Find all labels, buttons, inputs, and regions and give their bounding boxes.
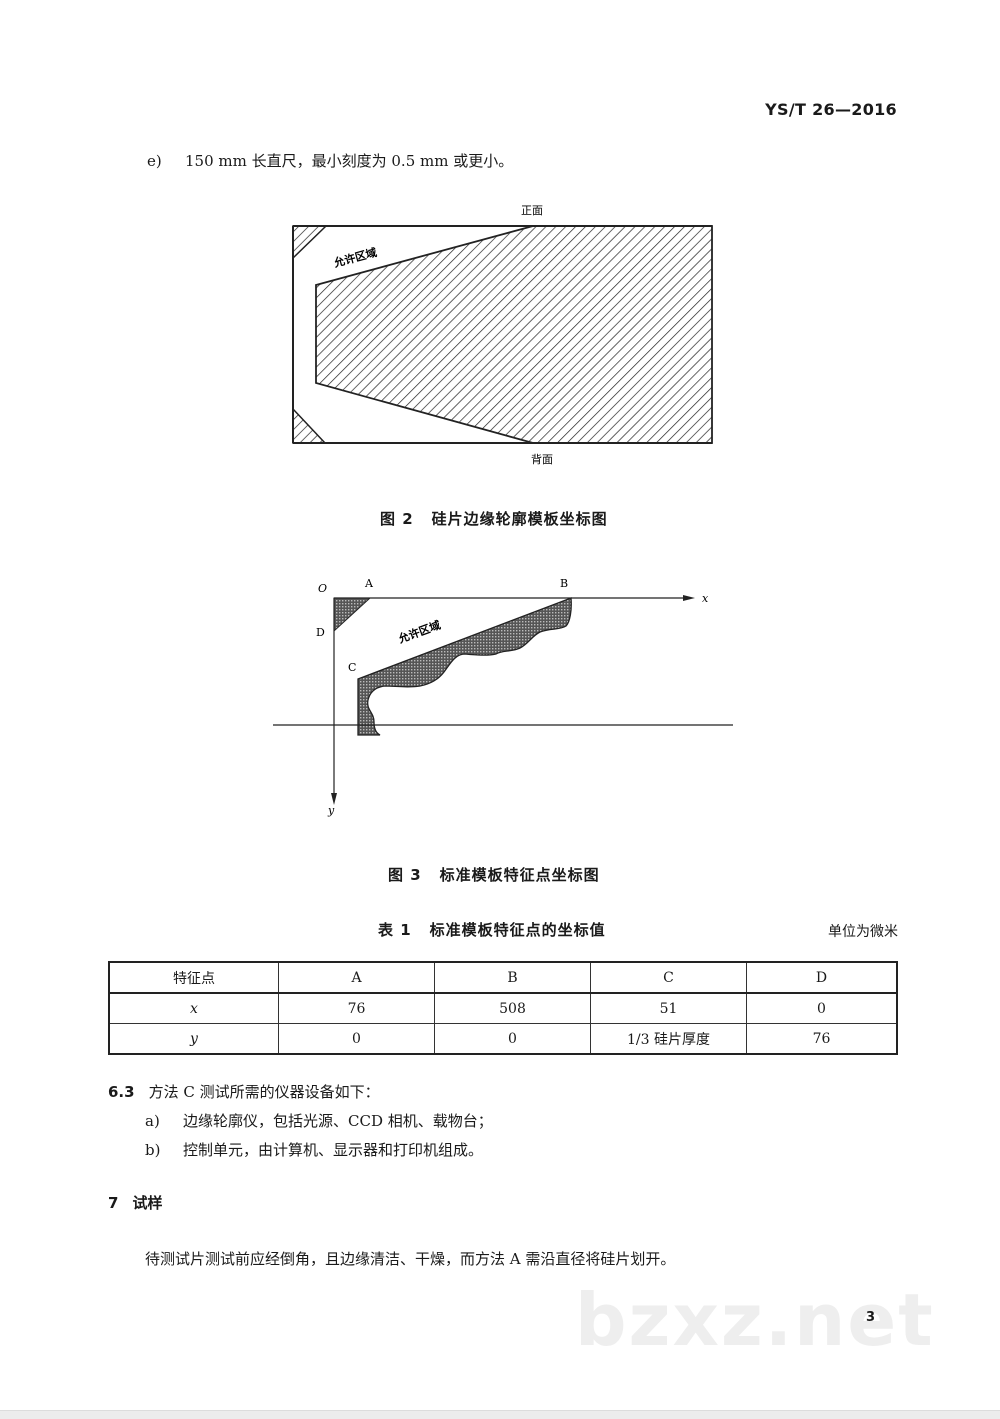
x-axis-label: x [702,592,709,605]
caption-title: 硅片边缘轮廓模板坐标图 [431,510,608,528]
section-text: 方法 C 测试所需的仪器设备如下： [148,1083,380,1101]
figure-3-feature-points: O A B C D x y 允许区域 [273,577,733,817]
point-b-label: B [560,577,568,590]
list-item-b: b) 控制单元，由计算机、显示器和打印机组成。 [145,1139,483,1160]
section-number: 7 [108,1194,119,1212]
section-7-heading: 7 试样 [108,1192,162,1213]
table-cell: 76 [746,1023,898,1055]
unit-note: 单位为微米 [828,924,898,940]
page-bottom-edge [0,1410,1000,1419]
table-cell: 76 [278,992,435,1024]
list-item-e: e) 150 mm 长直尺，最小刻度为 0.5 mm 或更小。 [147,150,513,171]
item-text: 边缘轮廓仪，包括光源、CCD 相机、载物台； [183,1112,493,1130]
section-7-body: 待测试片测试前应经倒角，且边缘清洁、干燥，而方法 A 需沿直径将硅片划开。 [145,1250,676,1268]
corner-region-top [292,225,328,260]
row-label: y [108,1023,279,1055]
table-cell: 0 [746,992,898,1024]
row-label: x [108,992,279,1024]
y-axis-label: y [327,804,335,817]
header-cell: A [278,961,435,994]
caption-number: 图 3 [388,866,422,884]
section-6-3-heading: 6.3 方法 C 测试所需的仪器设备如下： [108,1081,380,1102]
label-front-face: 正面 [521,204,543,217]
table-row: y 0 0 1/3 硅片厚度 76 [108,1023,898,1055]
origin-label: O [318,582,327,595]
point-a-label: A [364,577,374,590]
figure-3-caption: 图 3 标准模板特征点坐标图 [388,864,600,885]
watermark: bzxz.net [575,1278,935,1362]
header-cell: D [746,961,898,994]
item-text: 控制单元，由计算机、显示器和打印机组成。 [183,1141,484,1159]
table-cell: 0 [434,1023,591,1055]
figure-2-caption: 图 2 硅片边缘轮廓模板坐标图 [380,508,608,529]
figure-2-edge-profile-template: 正面 背面 允许区域 [292,204,713,466]
label-allowed-region: 允许区域 [331,245,378,270]
standard-code: YS/T 26—2016 [765,100,897,119]
caption-number: 图 2 [380,510,414,528]
table-1-caption: 表 1 标准模板特征点的坐标值 [378,919,606,940]
header-cell: C [590,961,747,994]
item-label: b) [145,1141,161,1159]
corner-region-bottom [292,407,327,444]
coordinates-table: 特征点 A B C D x 76 508 51 0 y 0 0 1/3 硅片厚度… [108,961,898,1055]
item-text: 150 mm 长直尺，最小刻度为 0.5 mm 或更小。 [185,152,514,170]
profile-region [357,597,572,736]
page-number: 3 [866,1310,876,1325]
table-row: x 76 508 51 0 [108,992,898,1024]
corner-region-aod [333,597,372,633]
caption-title: 标准模板特征点坐标图 [439,866,600,884]
header-cell: B [434,961,591,994]
caption-title: 标准模板特征点的坐标值 [429,921,606,939]
list-item-a: a) 边缘轮廓仪，包括光源、CCD 相机、载物台； [145,1110,493,1131]
table-cell: 1/3 硅片厚度 [590,1023,747,1055]
label-back-face: 背面 [531,452,553,466]
caption-number: 表 1 [378,921,412,939]
table-cell: 508 [434,992,591,1024]
section-title: 试样 [132,1194,163,1212]
header-cell: 特征点 [108,961,279,994]
label-allowed-region: 允许区域 [395,618,442,647]
item-label: e) [147,152,162,170]
table-cell: 51 [590,992,747,1024]
item-label: a) [145,1112,160,1130]
table-header-row: 特征点 A B C D [108,961,898,994]
table-cell: 0 [278,1023,435,1055]
section-number: 6.3 [108,1083,135,1101]
point-d-label: D [316,626,325,639]
point-c-label: C [348,661,356,674]
